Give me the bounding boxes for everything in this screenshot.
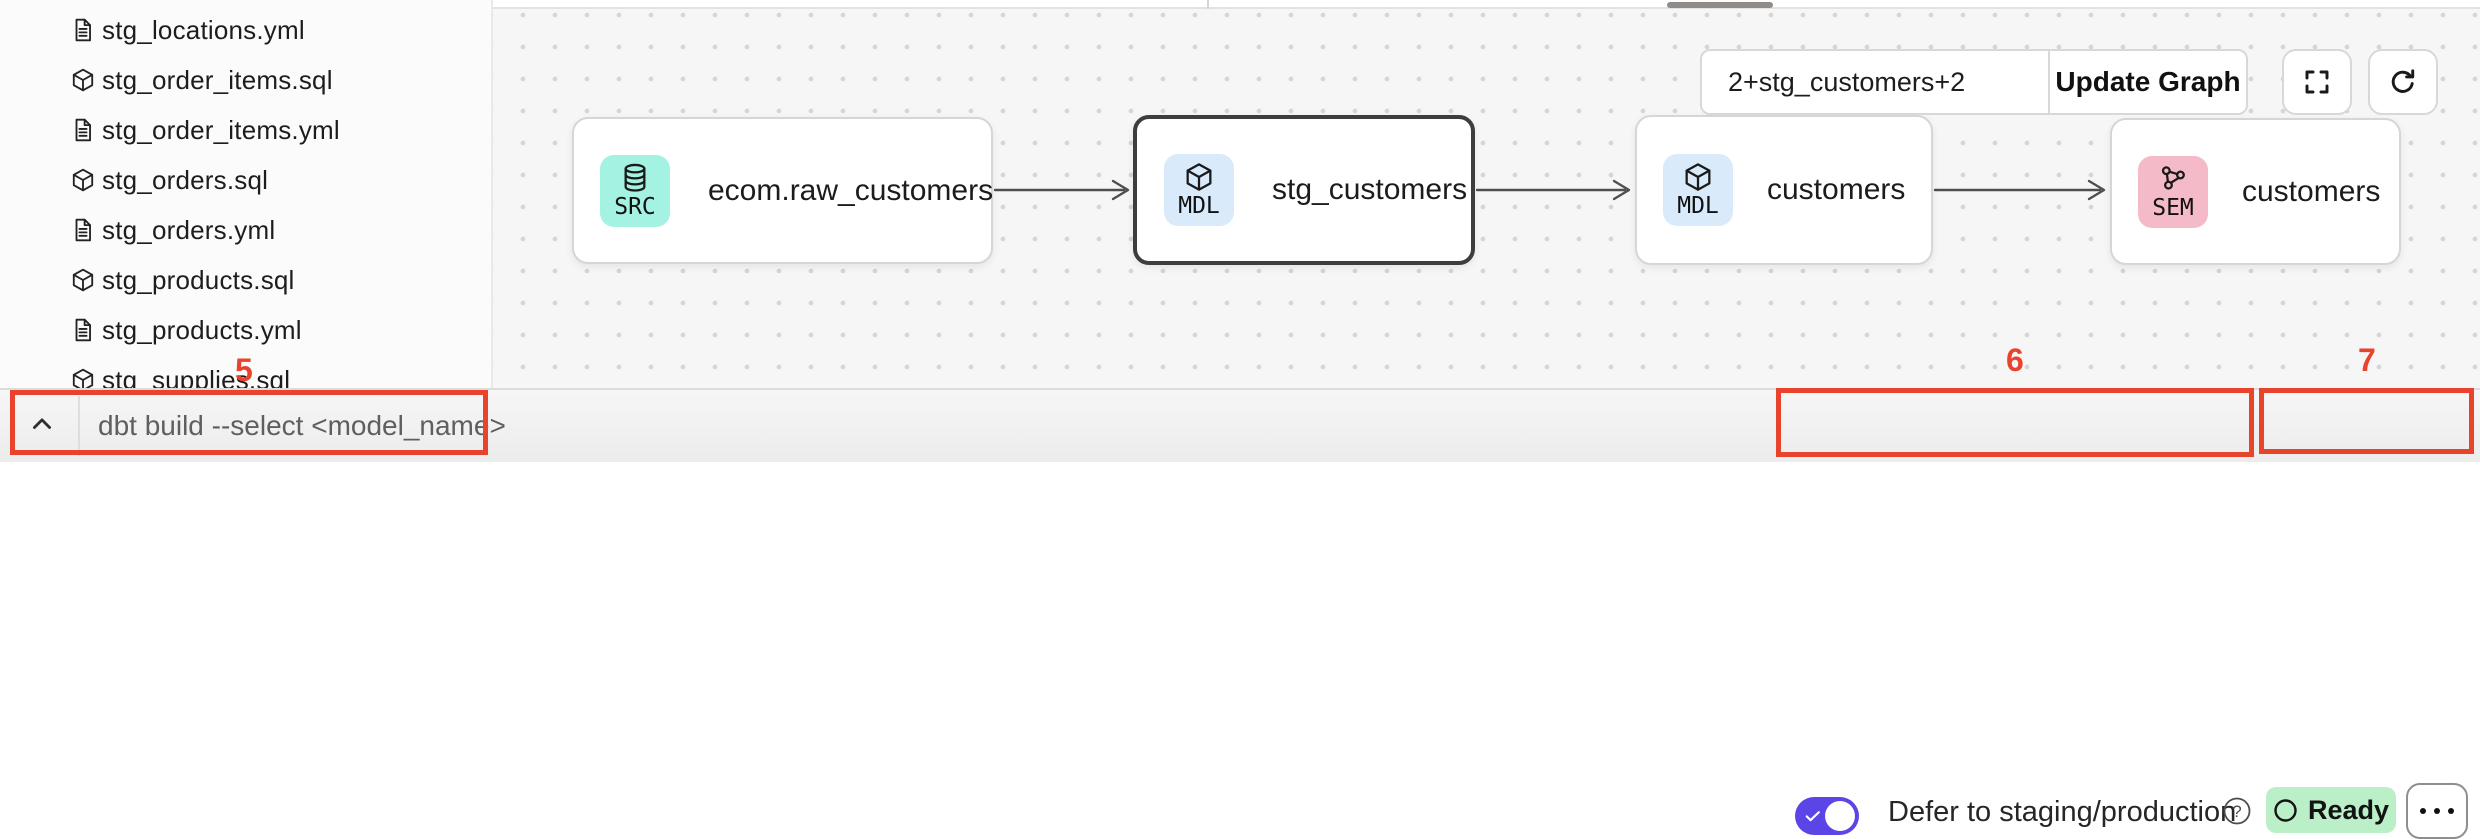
graph-controls: Update Graph — [1700, 49, 2248, 115]
file-name: stg_supplies.sql — [102, 364, 291, 389]
badge-label: MDL — [1178, 193, 1220, 220]
status-label: Ready — [2307, 794, 2390, 825]
refresh-icon — [2391, 69, 2415, 93]
command-bar: Defer to staging/production ? Ready — [0, 388, 2480, 839]
file-name: stg_products.yml — [102, 314, 302, 345]
semantic-network-icon — [2161, 166, 2185, 190]
node-label: customers — [1767, 173, 1906, 206]
defer-label: Defer to staging/production — [1888, 796, 2237, 828]
command-bar-divider — [78, 396, 80, 456]
file-row-stg-orders-sql[interactable]: stg_orders.sql — [0, 155, 491, 205]
update-graph-button[interactable]: Update Graph — [2048, 51, 2246, 113]
model-cube-icon — [70, 267, 96, 293]
node-source-ecom-raw-customers[interactable]: SRC ecom.raw_customers — [572, 117, 993, 264]
check-icon — [1805, 811, 1820, 822]
model-badge: MDL — [1663, 154, 1733, 226]
model-cube-icon — [70, 167, 96, 193]
database-icon — [624, 163, 646, 192]
model-badge: MDL — [1164, 154, 1234, 226]
node-label: ecom.raw_customers — [708, 173, 994, 207]
expand-command-panel-button[interactable] — [24, 406, 60, 442]
node-semantic-customers[interactable]: SEM customers — [2110, 118, 2401, 265]
top-strip — [493, 0, 2480, 9]
file-row-stg-locations-yml[interactable]: stg_locations.yml — [0, 5, 491, 55]
fullscreen-button[interactable] — [2282, 49, 2352, 115]
file-row-stg-products-yml[interactable]: stg_products.yml — [0, 305, 491, 355]
file-name: stg_order_items.yml — [102, 114, 340, 145]
file-name: stg_order_items.sql — [102, 64, 333, 95]
node-model-stg-customers[interactable]: MDL stg_customers — [1133, 115, 1475, 265]
file-row-stg-products-sql[interactable]: stg_products.sql — [0, 255, 491, 305]
file-tree-sidebar: stg_locations.yml stg_order_items.sql st… — [0, 0, 493, 388]
badge-label: SEM — [2152, 194, 2194, 221]
file-name: stg_orders.sql — [102, 164, 269, 195]
file-name: stg_locations.yml — [102, 14, 305, 45]
yml-file-icon — [70, 317, 96, 343]
file-row-stg-order-items-yml[interactable]: stg_order_items.yml — [0, 105, 491, 155]
file-row-stg-orders-yml[interactable]: stg_orders.yml — [0, 205, 491, 255]
status-badge[interactable]: Ready — [2266, 787, 2396, 833]
badge-label: SRC — [614, 193, 656, 220]
horizontal-scrollbar-thumb[interactable] — [1667, 2, 1773, 8]
node-model-customers[interactable]: MDL customers — [1635, 115, 1933, 265]
yml-file-icon — [70, 17, 96, 43]
chevron-up-icon — [33, 418, 51, 429]
cube-icon — [1685, 163, 1711, 192]
refresh-graph-button[interactable] — [2368, 49, 2438, 115]
fullscreen-icon — [2305, 70, 2329, 94]
more-options-button[interactable] — [2406, 783, 2468, 839]
badge-label: MDL — [1677, 193, 1719, 220]
file-name: stg_orders.yml — [102, 214, 276, 245]
help-icon[interactable]: ? — [2222, 796, 2252, 826]
source-badge: SRC — [600, 154, 670, 227]
semantic-badge: SEM — [2138, 155, 2208, 228]
ellipsis-icon — [2420, 808, 2426, 814]
file-row-stg-order-items-sql[interactable]: stg_order_items.sql — [0, 55, 491, 105]
toggle-knob — [1825, 801, 1855, 831]
yml-file-icon — [70, 217, 96, 243]
dbt-command-input[interactable] — [98, 394, 658, 458]
node-label: stg_customers — [1272, 173, 1468, 206]
status-circle-icon — [2274, 798, 2297, 822]
file-row-stg-supplies-sql[interactable]: stg_supplies.sql — [0, 355, 491, 389]
defer-toggle[interactable] — [1795, 797, 1859, 835]
svg-text:?: ? — [2232, 802, 2241, 821]
pane-divider — [1207, 0, 1209, 9]
model-cube-icon — [70, 67, 96, 93]
cube-icon — [1186, 163, 1212, 192]
model-cube-icon — [70, 367, 96, 388]
node-selector-input[interactable] — [1702, 51, 2048, 113]
yml-file-icon — [70, 117, 96, 143]
file-name: stg_products.sql — [102, 264, 295, 295]
node-label: customers — [2242, 174, 2381, 208]
